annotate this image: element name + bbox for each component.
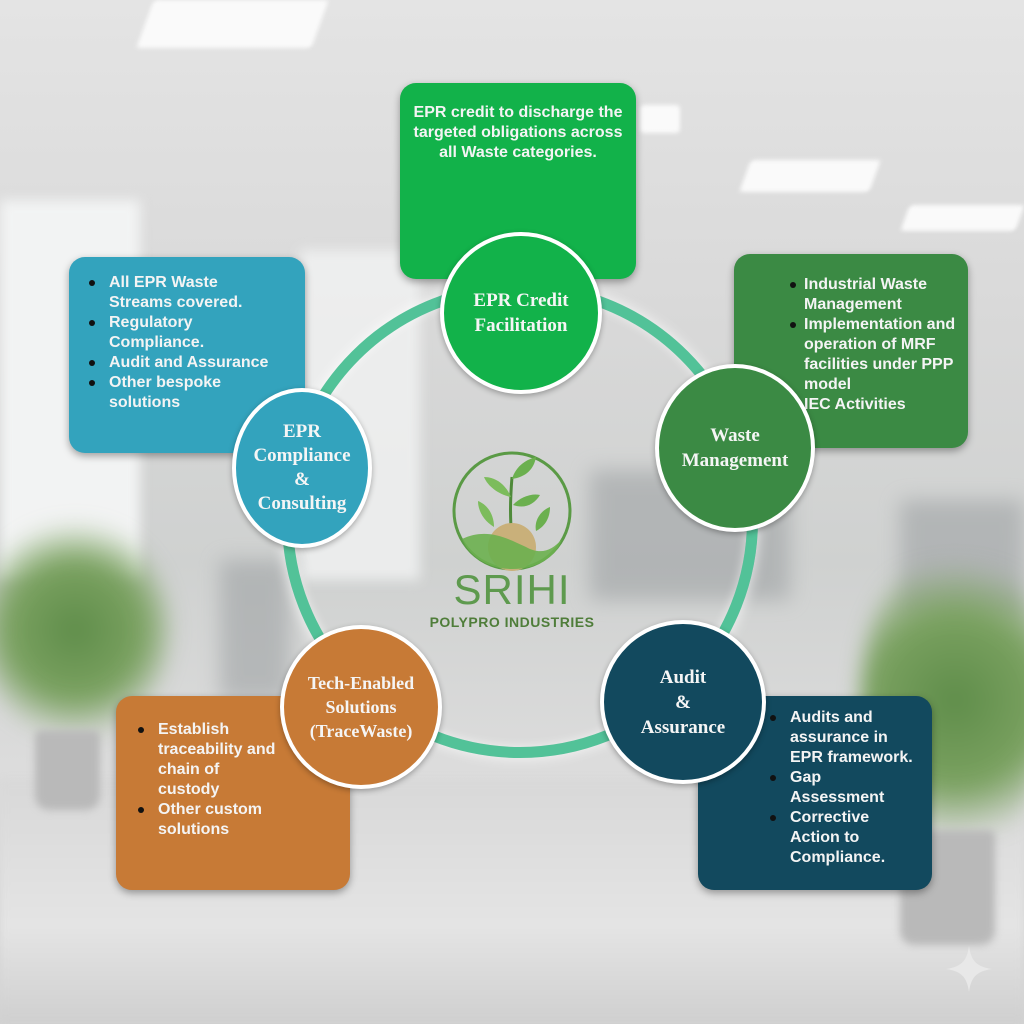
list-item: Industrial Waste Management (780, 275, 962, 315)
plant-pot (35, 730, 100, 810)
node-epr-compliance: EPR Compliance & Consulting (232, 388, 372, 548)
list-item: Regulatory Compliance. (79, 313, 239, 353)
node-tech-enabled: Tech-Enabled Solutions (TraceWaste) (280, 625, 442, 789)
node-label: EPR Credit Facilitation (473, 290, 569, 336)
ceiling-light (136, 0, 329, 48)
card-epr-credit: EPR credit to discharge the targeted obl… (400, 83, 636, 279)
list-item: Gap Assessment (760, 768, 910, 808)
node-label: EPR Compliance & Consulting (253, 421, 351, 514)
card-audit-assurance: Audits and assurance in EPR framework. G… (698, 696, 932, 890)
bullet-list: All EPR Waste Streams covered. Regulator… (79, 273, 297, 413)
node-label: Waste Management (681, 425, 789, 471)
bullet-list: Industrial Waste Management Implementati… (780, 275, 962, 415)
list-item: Audits and assurance in EPR framework. (760, 708, 915, 768)
bullet-list: Establish traceability and chain of cust… (128, 720, 342, 840)
list-item: All EPR Waste Streams covered. (79, 273, 259, 313)
brand-name: SRIHI (453, 566, 571, 613)
brand-subtitle: POLYPRO INDUSTRIES (429, 614, 595, 630)
ceiling-light (900, 205, 1024, 231)
node-epr-credit: EPR Credit Facilitation (440, 232, 602, 394)
list-item: Other custom solutions (128, 800, 298, 840)
ceiling-light (739, 160, 881, 192)
list-item: Establish traceability and chain of cust… (128, 720, 278, 800)
sprout-globe-icon (452, 451, 572, 571)
node-label: Tech-Enabled Solutions (TraceWaste) (307, 673, 415, 741)
node-waste-management: Waste Management (655, 364, 815, 532)
list-item: Audit and Assurance (79, 353, 297, 373)
card-epr-credit-text: EPR credit to discharge the targeted obl… (413, 104, 623, 161)
node-label: Audit & Assurance (640, 666, 726, 738)
list-item: Other bespoke solutions (79, 373, 259, 413)
ceiling-light (640, 105, 680, 133)
office-chair (220, 560, 290, 700)
bullet-list: Audits and assurance in EPR framework. G… (760, 708, 924, 868)
list-item: Implementation and operation of MRF faci… (780, 315, 962, 395)
sparkle-icon (946, 946, 992, 992)
node-audit-assurance: Audit & Assurance (600, 620, 766, 784)
list-item: Corrective Action to Compliance. (760, 808, 915, 868)
